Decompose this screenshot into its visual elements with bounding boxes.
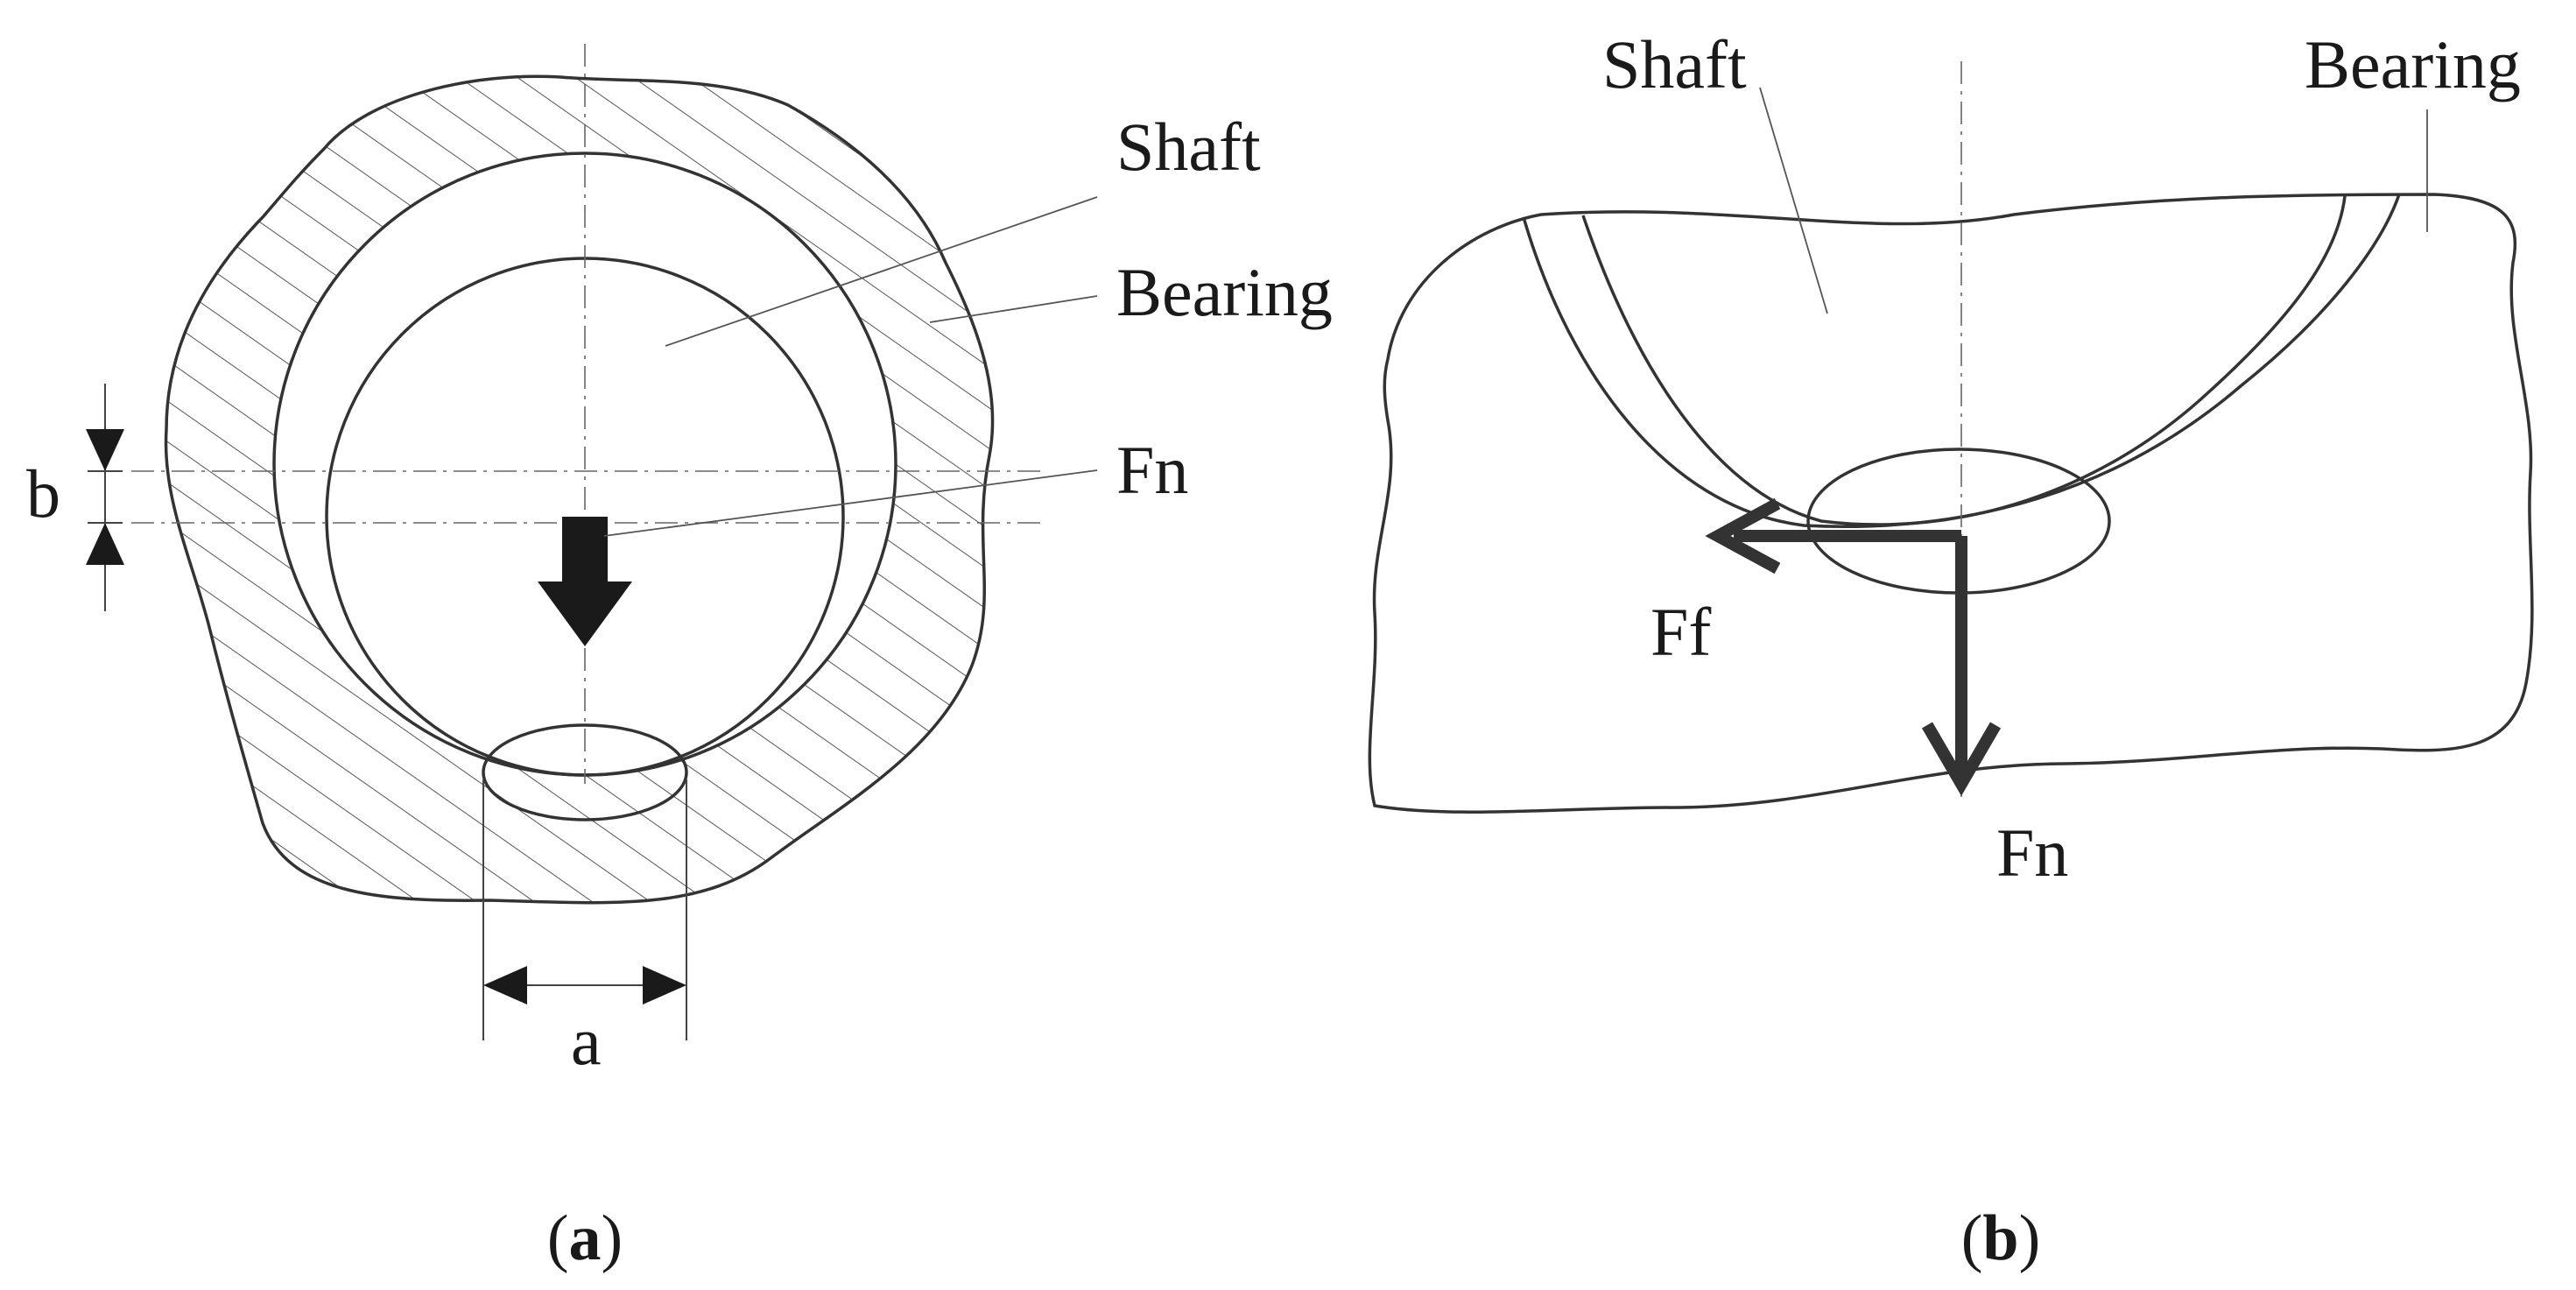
contact-area-a (482, 723, 688, 821)
shaft-leader-b (1759, 87, 1828, 314)
fn-label-a: Fn (1116, 432, 1188, 508)
shaft-leader-a (665, 196, 1098, 347)
dimension-a (482, 779, 687, 1040)
panel-a: Shaft Bearing Fn a b (a) (26, 44, 1333, 1274)
bearing-label-b: Bearing (2305, 26, 2521, 102)
bearing-housing-a (164, 74, 995, 905)
dim-b-label: b (26, 455, 60, 532)
normal-force-arrow-a (538, 517, 632, 646)
panel-b: Shaft Bearing Ff Fn (b) (1368, 26, 2534, 1274)
caption-b: (b) (1961, 1202, 2040, 1274)
bearing-label-a: Bearing (1116, 254, 1333, 330)
ff-label-b: Ff (1650, 594, 1711, 670)
friction-force-head-b (1705, 497, 1781, 575)
caption-a: (a) (547, 1202, 623, 1274)
bearing-leader-a (929, 295, 1098, 323)
shaft-label-b: Shaft (1602, 26, 1747, 102)
normal-force-head-b (1921, 722, 2002, 796)
shaft-label-a: Shaft (1116, 109, 1261, 185)
bearing-block-b (1368, 193, 2534, 814)
dimension-b (86, 384, 124, 611)
shaft-arc-b (1581, 195, 2347, 526)
fn-leader-a (603, 469, 1098, 537)
fn-label-b: Fn (1996, 814, 2068, 891)
dim-a-label: a (571, 1003, 602, 1079)
